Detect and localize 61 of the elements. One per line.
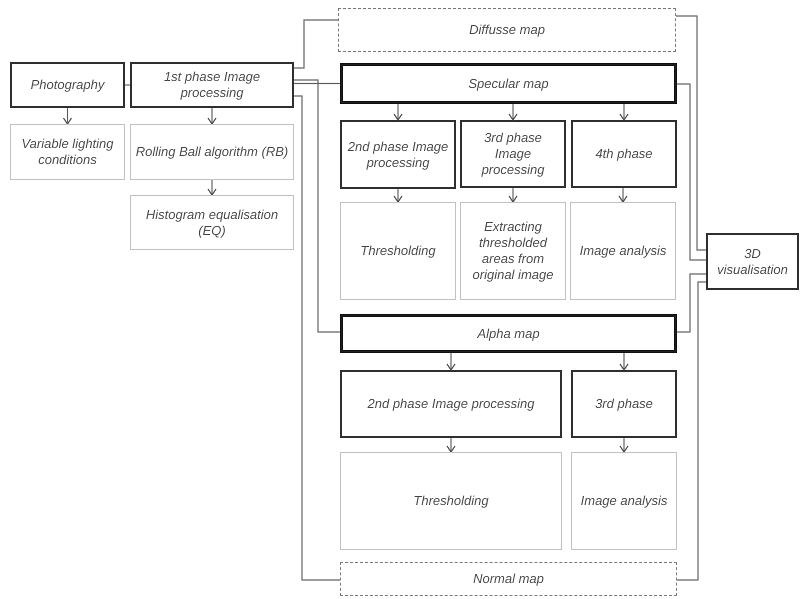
box-label: Histogram equalisation (EQ)	[144, 206, 280, 238]
connector-line	[676, 15, 706, 251]
arrow	[62, 108, 72, 125]
box-label: Photography	[30, 77, 104, 93]
map-box	[340, 63, 677, 104]
connector-line	[294, 79, 340, 333]
result-box	[460, 202, 566, 300]
box-label: Specular map	[468, 76, 549, 92]
arrow	[619, 104, 629, 121]
process-box	[340, 120, 456, 189]
connector-line	[677, 83, 706, 261]
box-label: Thresholding	[360, 243, 436, 259]
map-box	[340, 314, 677, 353]
box-label: Thresholding	[413, 493, 489, 509]
result-box	[340, 452, 562, 550]
arrow	[619, 438, 629, 453]
arrow	[446, 353, 456, 371]
process-box	[130, 62, 294, 108]
process-box	[571, 120, 677, 188]
map-box	[338, 8, 676, 52]
box-label: Image analysis	[580, 243, 666, 259]
box-label: Extracting thresholded areas from original image	[472, 219, 554, 283]
arrow	[618, 188, 628, 203]
box-label: Variable lighting conditions	[20, 136, 115, 168]
process-box	[706, 233, 799, 290]
process-box	[460, 120, 566, 188]
connector-line	[294, 95, 340, 581]
result-box	[130, 195, 294, 250]
box-label: Image analysis	[580, 493, 668, 509]
map-box	[340, 562, 677, 596]
box-label: 4th phase	[595, 146, 653, 162]
process-box	[571, 370, 677, 438]
arrow	[207, 180, 217, 196]
result-box	[340, 202, 456, 300]
box-label: 3rd phase Image processing	[480, 130, 546, 178]
box-label: Diffusse map	[469, 22, 545, 38]
box-label: Normal map	[473, 571, 544, 587]
connector-line	[294, 19, 338, 69]
connector-line	[677, 273, 706, 333]
result-box	[10, 124, 125, 180]
result-box	[571, 452, 677, 550]
arrow	[446, 438, 456, 453]
process-box	[340, 370, 562, 438]
connector-line	[294, 82, 340, 84]
box-label: Rolling Ball algorithm (RB)	[136, 144, 288, 160]
box-label: 2nd phase Image processing	[346, 138, 450, 170]
result-box	[130, 124, 294, 180]
box-label: 3rd phase	[595, 396, 653, 412]
box-label: 3D visualisation	[716, 246, 789, 278]
process-box	[10, 62, 125, 108]
arrow	[207, 108, 217, 125]
connector-line	[677, 281, 706, 581]
arrow	[508, 104, 518, 121]
box-label: 1st phase Image processing	[162, 69, 262, 101]
arrow	[393, 104, 403, 121]
arrow	[508, 188, 518, 203]
arrow	[393, 189, 403, 203]
box-label: Alpha map	[477, 326, 540, 342]
arrow	[619, 353, 629, 371]
box-label: 2nd phase Image processing	[368, 396, 534, 412]
result-box	[570, 202, 676, 300]
